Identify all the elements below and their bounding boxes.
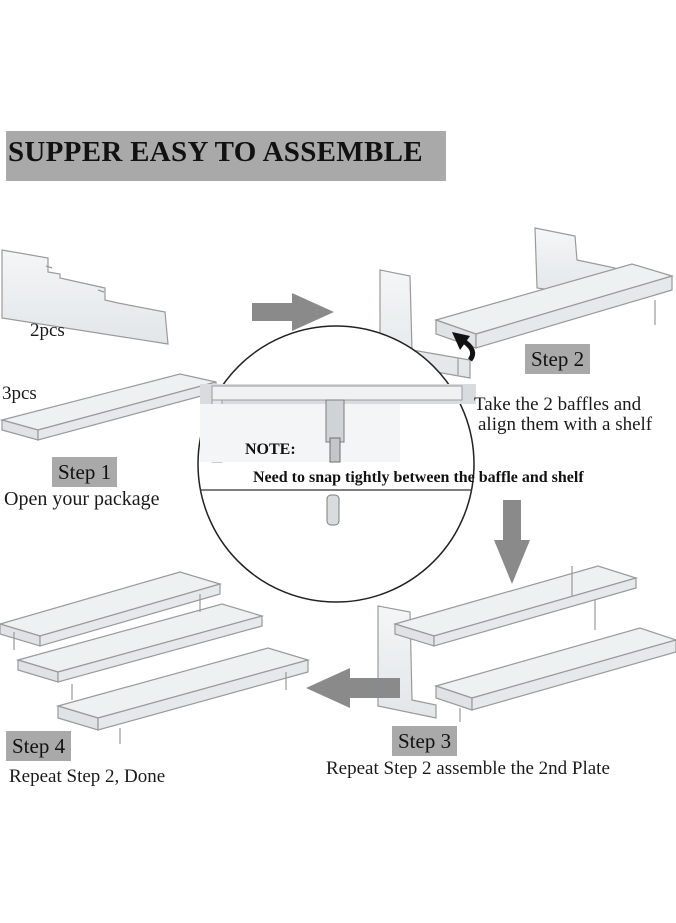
page-title: SUPPER EASY TO ASSEMBLE <box>8 136 423 168</box>
baffle-part <box>1 249 169 345</box>
step2-description-line2: align them with a shelf <box>478 414 653 435</box>
shelf-quantity: 3pcs <box>2 383 37 404</box>
arrow-down-icon <box>494 500 530 584</box>
note-text: Need to snap tightly between the baffle … <box>253 469 584 486</box>
note-label: NOTE: <box>245 441 296 458</box>
arrow-left-icon <box>306 668 400 708</box>
detail-magnifier <box>197 325 476 603</box>
step3-description: Repeat Step 2 assemble the 2nd Plate <box>326 758 610 779</box>
arrow-right-icon <box>252 293 334 331</box>
step1-label: Step 1 <box>52 457 118 487</box>
title-banner <box>6 131 446 181</box>
step2-label: Step 2 <box>525 344 591 374</box>
step3-label: Step 3 <box>392 726 458 756</box>
step4-label: Step 4 <box>6 731 72 761</box>
step4-description: Repeat Step 2, Done <box>9 766 166 787</box>
step1-description: Open your package <box>4 488 160 510</box>
step2-description-line1: Take the 2 baffles and <box>474 394 642 415</box>
baffle-quantity: 2pcs <box>30 320 65 341</box>
step4-assembly <box>0 571 311 744</box>
step3-assembly <box>377 565 676 722</box>
